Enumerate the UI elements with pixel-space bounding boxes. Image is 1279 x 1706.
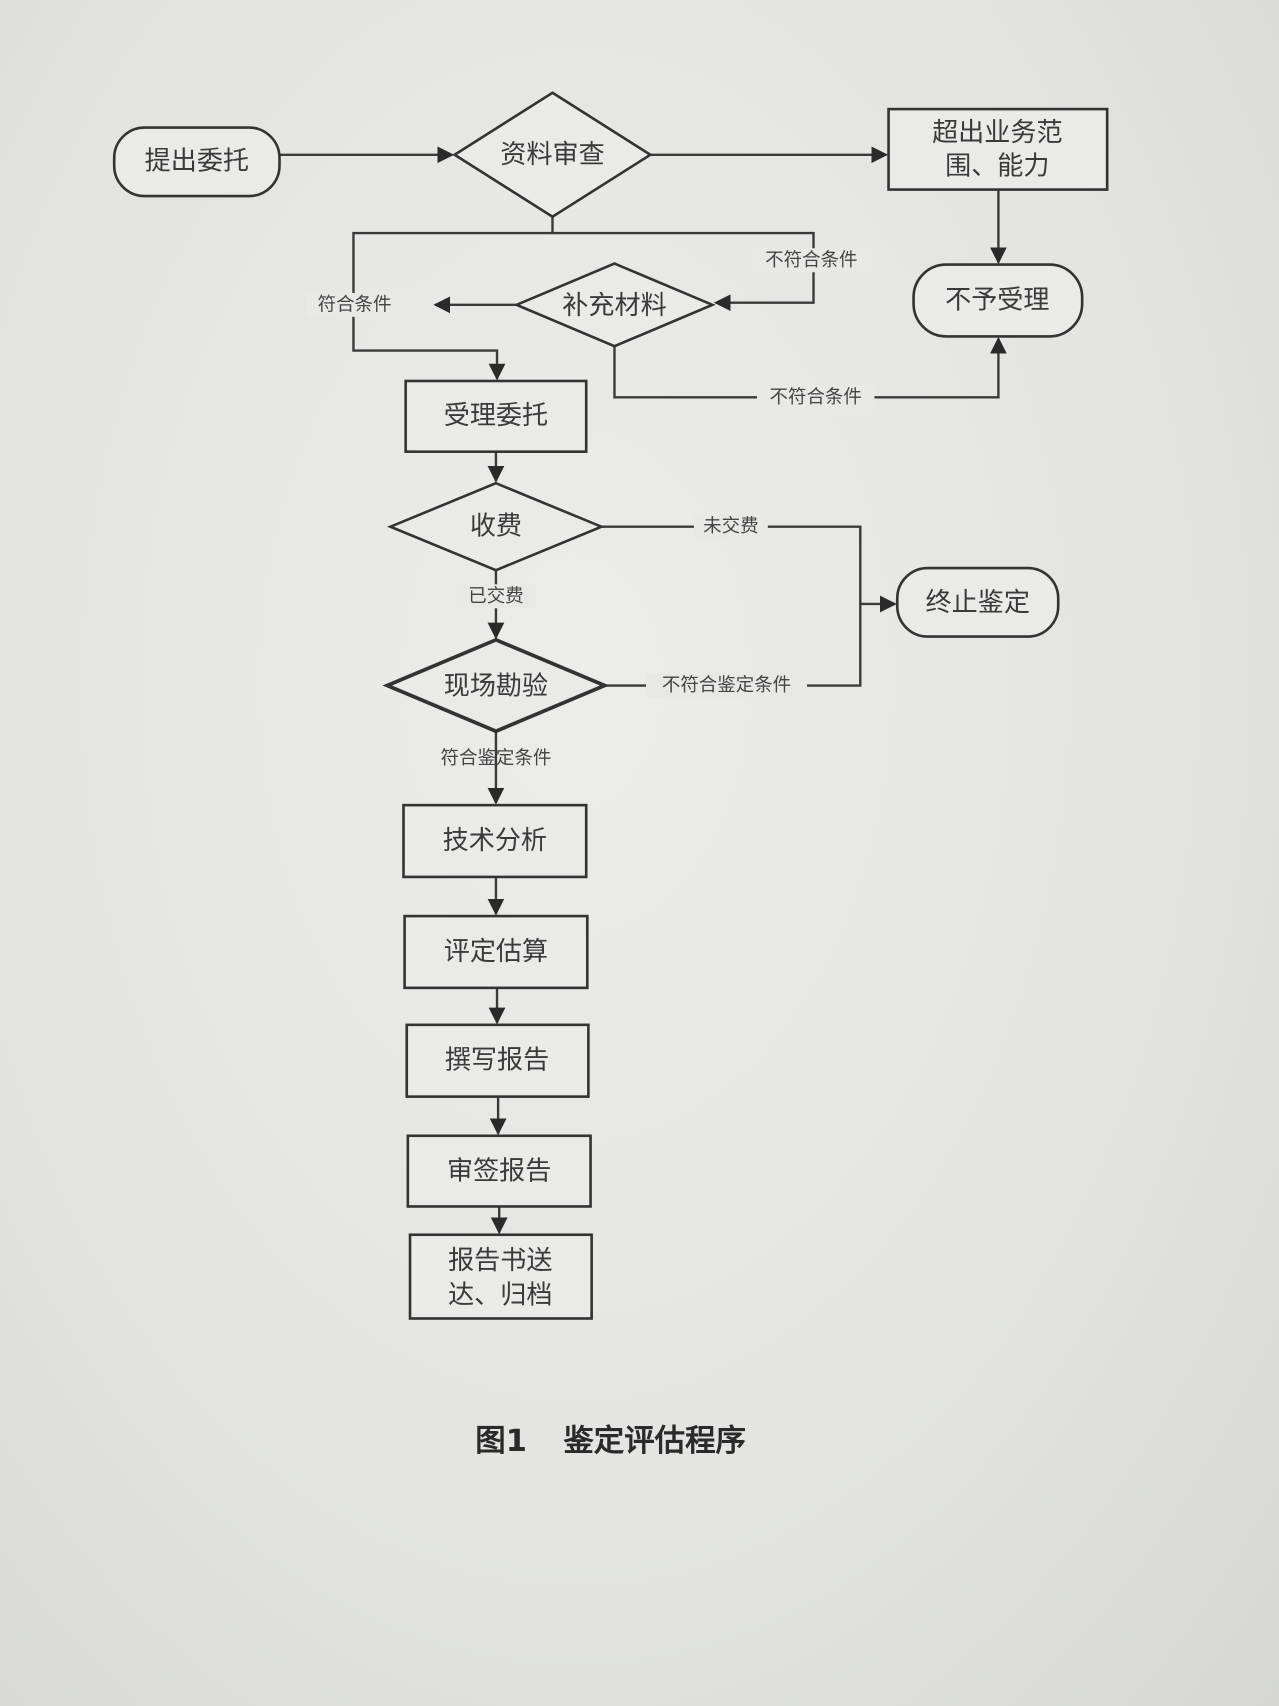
node-deliver-label-1: 报告书送 — [448, 1246, 552, 1276]
node-sign-label: 审签报告 — [447, 1157, 551, 1187]
node-fee: 收费 — [387, 481, 605, 572]
node-survey: 现场勘验 — [382, 637, 610, 734]
label-unpaid: 未交费 — [703, 516, 758, 537]
node-analysis-label: 技术分析 — [443, 826, 547, 856]
edge-labels: 不符合条件 符合条件 不符合条件 未交费 已交费 不符合鉴定条件 符合鉴定条件 — [306, 248, 875, 769]
node-accept: 受理委托 — [404, 379, 588, 453]
node-write: 撰写报告 — [405, 1023, 590, 1098]
node-terminate-label: 终止鉴定 — [926, 588, 1030, 618]
node-terminate: 终止鉴定 — [895, 566, 1060, 638]
label-not-qualified-bottom: 不符合条件 — [770, 387, 862, 408]
node-survey-label: 现场勘验 — [444, 672, 548, 702]
node-analysis: 技术分析 — [402, 803, 588, 879]
arrow-review-supplement — [551, 216, 815, 312]
node-accept-label: 受理委托 — [444, 401, 548, 431]
arrow-review-accept — [352, 231, 553, 381]
label-not-meet-survey: 不符合鉴定条件 — [662, 675, 791, 696]
node-write-label: 撰写报告 — [445, 1046, 549, 1076]
label-paid: 已交费 — [468, 586, 523, 607]
node-deliver-label-2: 达、归档 — [448, 1281, 552, 1311]
label-not-qualified-top: 不符合条件 — [765, 250, 857, 271]
node-estimate-label: 评定估算 — [444, 937, 548, 967]
node-estimate: 评定估算 — [403, 914, 589, 990]
node-supplement-label: 补充材料 — [562, 291, 666, 321]
label-meet-survey: 符合鉴定条件 — [441, 748, 552, 769]
label-qualified: 符合条件 — [318, 294, 392, 315]
node-reject-label: 不予受理 — [945, 286, 1049, 316]
figure-title: 鉴定评估程序 — [562, 1423, 746, 1459]
node-deliver: 报告书送 达、归档 — [408, 1233, 593, 1320]
node-submit-label: 提出委托 — [145, 146, 249, 176]
connectors — [279, 146, 1007, 1235]
line-to-terminate — [601, 525, 862, 687]
node-beyond-label-2: 围、能力 — [945, 152, 1049, 182]
node-review-label: 资料审查 — [500, 140, 604, 170]
node-fee-label: 收费 — [470, 512, 522, 542]
figure-number: 图1 — [475, 1424, 527, 1459]
node-sign: 审签报告 — [406, 1134, 592, 1208]
node-beyond: 超出业务范 围、能力 — [887, 107, 1109, 191]
node-submit: 提出委托 — [112, 126, 281, 198]
node-reject: 不予受理 — [912, 263, 1084, 338]
node-supplement: 补充材料 — [513, 262, 716, 348]
node-review: 资料审查 — [452, 91, 653, 219]
node-beyond-label-1: 超出业务范 — [932, 118, 1062, 148]
